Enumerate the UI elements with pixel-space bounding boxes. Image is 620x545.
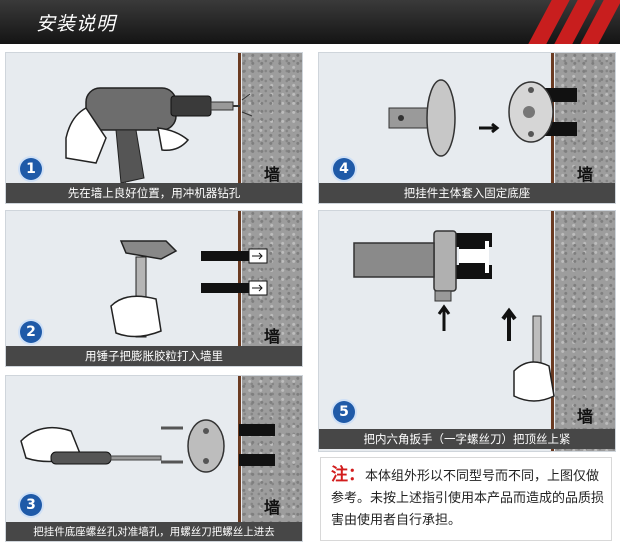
step-5-badge: 5 <box>333 401 355 423</box>
header-bar: 安装说明 <box>0 0 620 44</box>
hammer-illustration <box>110 240 268 338</box>
step-2-badge: 2 <box>20 321 42 343</box>
step-4-caption: 把挂件主体套入固定底座 <box>319 183 615 203</box>
wall-label: 墙 <box>577 407 594 426</box>
step-5-caption: 把内六角扳手（一字螺丝刀）把顶丝上紧 <box>319 429 615 449</box>
step-5-panel: 墙 5 把内六角扳手（一字螺丝刀）把顶丝上紧 <box>318 210 616 452</box>
step-3-caption: 把挂件底座螺丝孔对准墙孔，用螺丝刀把螺丝上进去 <box>6 522 302 541</box>
step-4-panel: 墙 4 把挂件主体套入固定底座 <box>318 52 616 204</box>
step-1-panel: 墙 1 先在墙上良好位置，用冲机器钻孔 <box>5 52 303 204</box>
wall-edge <box>551 211 554 451</box>
body-assembly-illustration <box>388 79 577 157</box>
step-2-panel: 墙 2 用锤子把膨胀胶粒打入墙里 <box>5 210 303 367</box>
note-label: 注： <box>331 465 365 485</box>
wall-label: 墙 <box>264 327 281 346</box>
step-3-panel: 墙 3 把挂件底座螺丝孔对准墙孔，用螺丝刀把螺丝上进去 <box>5 375 303 542</box>
page-title: 安装说明 <box>36 13 117 35</box>
wall-label: 墙 <box>264 498 281 517</box>
wall-texture <box>242 376 302 541</box>
step-3-badge: 3 <box>20 494 42 516</box>
hex-wrench-illustration <box>353 230 555 402</box>
screwdriver-illustration <box>20 419 275 473</box>
step-2-caption: 用锤子把膨胀胶粒打入墙里 <box>6 346 302 366</box>
note-text-block: 注：本体组外形以不同型号而不同，上图仅做参考。未按上述指引使用本产品而造成的品质… <box>331 464 606 532</box>
wall-texture <box>242 53 302 203</box>
wall-label: 墙 <box>264 165 281 184</box>
wall-label: 墙 <box>577 165 594 184</box>
step-4-badge: 4 <box>333 158 355 180</box>
wall-edge <box>238 53 241 203</box>
drill-illustration <box>65 87 253 196</box>
disclaimer-note: 注：本体组外形以不同型号而不同，上图仅做参考。未按上述指引使用本产品而造成的品质… <box>320 457 612 541</box>
step-1-badge: 1 <box>20 158 42 180</box>
note-body: 本体组外形以不同型号而不同，上图仅做参考。未按上述指引使用本产品而造成的品质损害… <box>331 469 605 528</box>
wall-texture <box>555 211 615 451</box>
step-1-caption: 先在墙上良好位置，用冲机器钻孔 <box>6 183 302 203</box>
